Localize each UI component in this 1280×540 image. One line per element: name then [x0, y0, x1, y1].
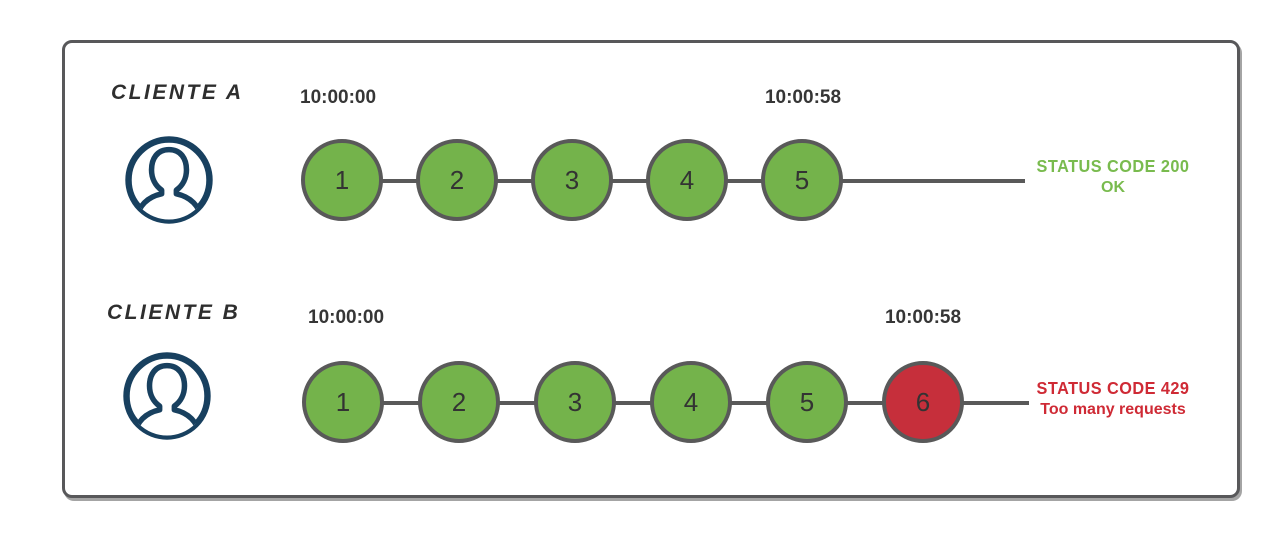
request-circle: 1 [302, 361, 384, 443]
request-circle: 3 [531, 139, 613, 221]
request-circle: 5 [766, 361, 848, 443]
request-circle: 4 [650, 361, 732, 443]
request-circle: 2 [416, 139, 498, 221]
diagram-frame: CLIENTE A 10:00:00 10:00:58 1 2 3 4 5 ST… [62, 40, 1240, 498]
request-circle: 1 [301, 139, 383, 221]
start-time-a: 10:00:00 [300, 87, 377, 108]
start-time-b: 10:00:00 [308, 307, 385, 328]
request-number: 4 [679, 164, 695, 195]
request-circle: 5 [761, 139, 843, 221]
status-code-line: STATUS CODE 429 [1036, 378, 1190, 398]
client-a-label: CLIENTE A [111, 81, 244, 104]
request-number: 6 [915, 386, 931, 417]
request-circle: 3 [534, 361, 616, 443]
status-code-line: STATUS CODE 200 [1036, 156, 1190, 176]
request-number: 1 [334, 164, 350, 195]
user-icon [123, 134, 215, 226]
end-time-a: 10:00:58 [764, 87, 842, 108]
user-icon [121, 350, 213, 442]
request-number: 3 [564, 164, 580, 195]
request-circle: 6 [882, 361, 964, 443]
request-number: 5 [799, 386, 815, 417]
request-number: 4 [683, 386, 699, 417]
status-text-a: STATUS CODE 200 OK [1023, 156, 1203, 198]
client-b-label: CLIENTE B [107, 301, 241, 324]
status-text-b: STATUS CODE 429 Too many requests [1023, 378, 1203, 420]
request-number: 3 [567, 386, 583, 417]
status-message-line: Too many requests [1040, 401, 1186, 418]
end-time-b: 10:00:58 [884, 307, 962, 328]
request-number: 5 [794, 164, 810, 195]
request-number: 2 [449, 164, 465, 195]
status-message-line: OK [1101, 179, 1125, 196]
request-number: 1 [335, 386, 351, 417]
request-circle: 4 [646, 139, 728, 221]
request-circle: 2 [418, 361, 500, 443]
request-number: 2 [451, 386, 467, 417]
